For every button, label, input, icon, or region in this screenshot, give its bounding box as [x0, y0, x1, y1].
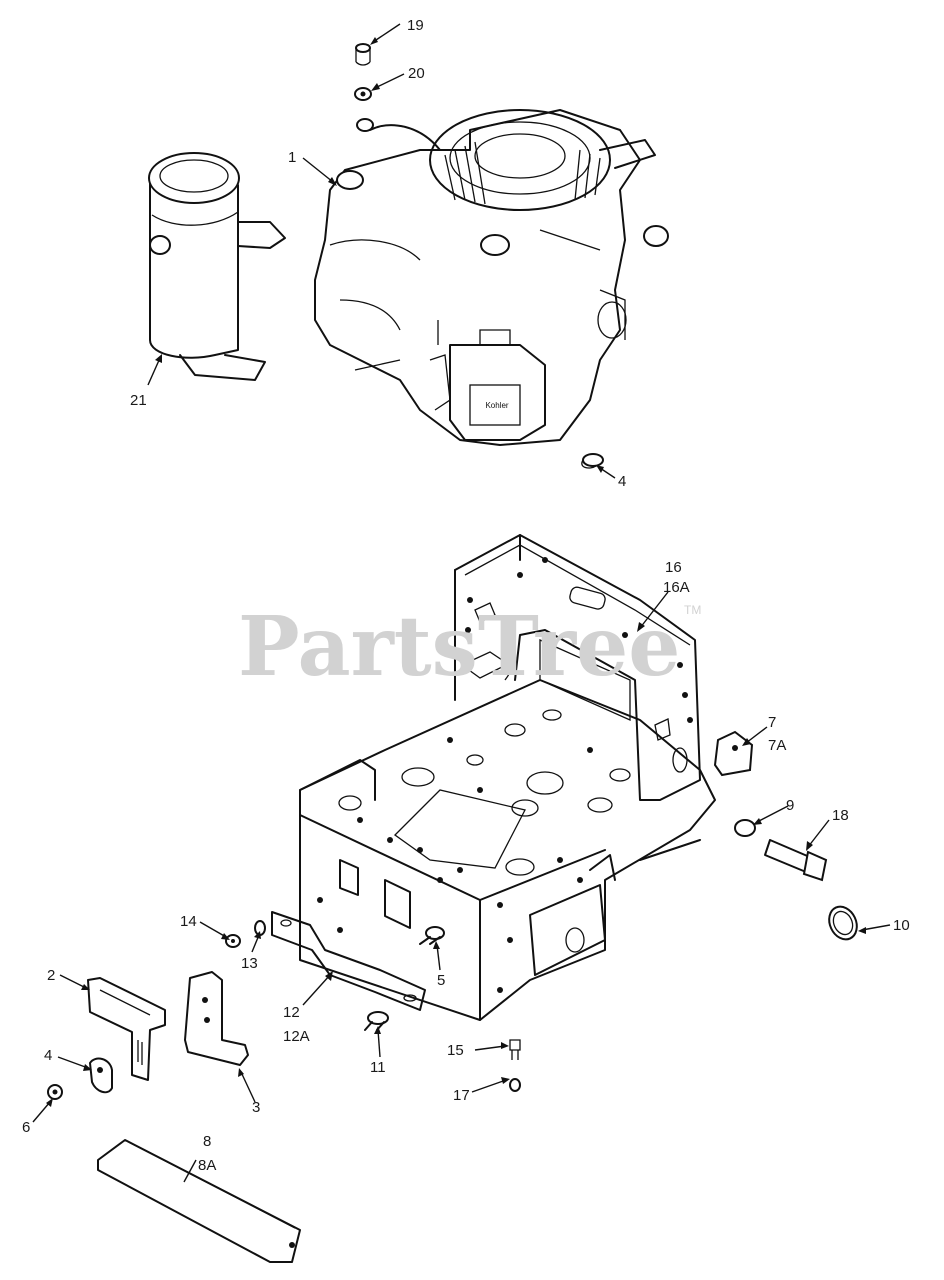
- bolt-5-part: [419, 926, 445, 945]
- bolt-19-part: [355, 43, 371, 66]
- nut-6-part: [47, 1084, 63, 1100]
- watermark-trademark: TM: [684, 603, 701, 617]
- plate-2-part: [87, 977, 166, 1081]
- main-frame-part: [299, 534, 716, 1021]
- engine-part: Kohler: [314, 109, 669, 446]
- nut-20-part: [354, 87, 372, 101]
- callout-13: 13: [241, 955, 258, 972]
- callout-21: 21: [130, 392, 147, 409]
- bolt-11-part: [364, 1011, 389, 1031]
- callout-11: 11: [370, 1059, 386, 1076]
- callout-1: 1: [288, 149, 296, 166]
- callout-7: 7: [768, 714, 776, 731]
- callout-3: 3: [252, 1099, 260, 1116]
- callout-12: 12: [283, 1004, 300, 1021]
- callout-9: 9: [786, 797, 794, 814]
- callout-4-lower: 4: [44, 1047, 52, 1064]
- ring-10-part: [828, 905, 858, 941]
- callout-4-upper: 4: [618, 473, 626, 490]
- clip-4-lower-part: [88, 1057, 113, 1094]
- callout-10: 10: [893, 917, 910, 934]
- muffler-part: [148, 152, 286, 381]
- nut-14-part: [225, 934, 241, 948]
- callout-16: 16: [665, 559, 682, 576]
- callout-15: 15: [447, 1042, 464, 1059]
- callout-5: 5: [437, 972, 445, 989]
- nut-17-part: [509, 1078, 521, 1092]
- leader-lines: [32, 23, 891, 1183]
- bar-8-part: [97, 1139, 301, 1263]
- callout-18: 18: [832, 807, 849, 824]
- watermark: PartsTree: [238, 599, 680, 695]
- callout-8A: 8A: [198, 1157, 216, 1174]
- bar-12-part: [271, 911, 426, 1011]
- callout-7A: 7A: [768, 737, 786, 754]
- bracket-7-part: [713, 730, 754, 777]
- spacer-9-part: [734, 819, 756, 837]
- callout-labels: 19 20 1 21 4 16 16A 7 7A 9 18 10 14 13 5…: [22, 17, 910, 1174]
- callout-12A: 12A: [283, 1028, 310, 1045]
- clip-4-upper-part: [581, 453, 604, 469]
- callout-14: 14: [180, 913, 197, 930]
- callout-6: 6: [22, 1119, 30, 1136]
- callout-19: 19: [407, 17, 424, 34]
- callout-8: 8: [203, 1133, 211, 1150]
- callout-17: 17: [453, 1087, 470, 1104]
- callout-2: 2: [47, 967, 55, 984]
- svg-text:Kohler: Kohler: [485, 401, 508, 410]
- bracket-3-part: [184, 971, 249, 1066]
- callout-16A: 16A: [663, 579, 690, 596]
- screw-15-part: [509, 1039, 521, 1060]
- bolt-18-part: [764, 839, 828, 882]
- callout-20: 20: [408, 65, 425, 82]
